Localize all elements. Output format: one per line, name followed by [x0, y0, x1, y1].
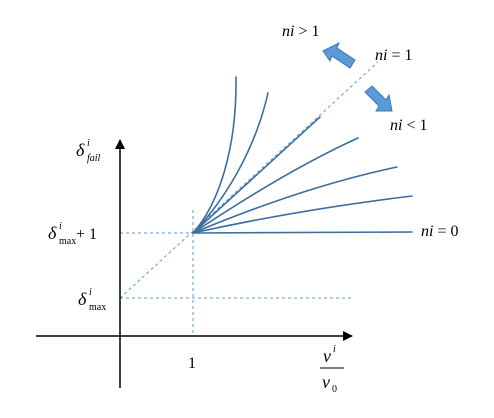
label-ni-equals-1: ni = 1	[375, 47, 412, 64]
svg-text:fail: fail	[87, 153, 101, 164]
svg-text:i: i	[87, 138, 90, 149]
curve-ni-less-1-c	[192, 195, 413, 234]
curve-ni-less-1-b	[192, 166, 398, 234]
guide-ni-equals-1-line	[119, 61, 379, 299]
svg-text:i: i	[333, 344, 336, 355]
svg-text:0: 0	[332, 384, 337, 395]
label-ni-less-1: ni < 1	[390, 117, 427, 134]
curve-ni-equals-0	[192, 231, 413, 234]
arrow-up-left-icon	[322, 41, 356, 69]
curve-ni-equals-1	[192, 116, 321, 234]
svg-text:+ 1: + 1	[76, 226, 97, 243]
svg-text:δ: δ	[76, 140, 85, 160]
curve-ni-less-1-a	[192, 137, 359, 234]
dmax-plus-1-label: δ i max + 1	[48, 221, 97, 247]
label-ni-greater-1: ni > 1	[282, 23, 319, 40]
svg-text:i: i	[89, 287, 92, 298]
svg-text:v: v	[323, 346, 331, 366]
svg-text:i: i	[59, 221, 62, 232]
y-axis-label: δ i fail	[76, 138, 101, 164]
label-ni-equals-0: ni = 0	[421, 223, 458, 240]
svg-text:δ: δ	[48, 223, 57, 243]
x-axis-label: v i v 0	[320, 344, 344, 395]
svg-text:v: v	[322, 372, 330, 392]
arrow-down-right-icon	[364, 85, 393, 112]
curve-ni-greater-1	[192, 92, 269, 234]
svg-text:max: max	[89, 302, 106, 313]
dmax-label: δ i max	[78, 287, 106, 313]
svg-text:δ: δ	[78, 289, 87, 309]
x-tick-1: 1	[188, 355, 196, 372]
svg-text:max: max	[59, 236, 76, 247]
curve-ni-large	[192, 76, 237, 234]
